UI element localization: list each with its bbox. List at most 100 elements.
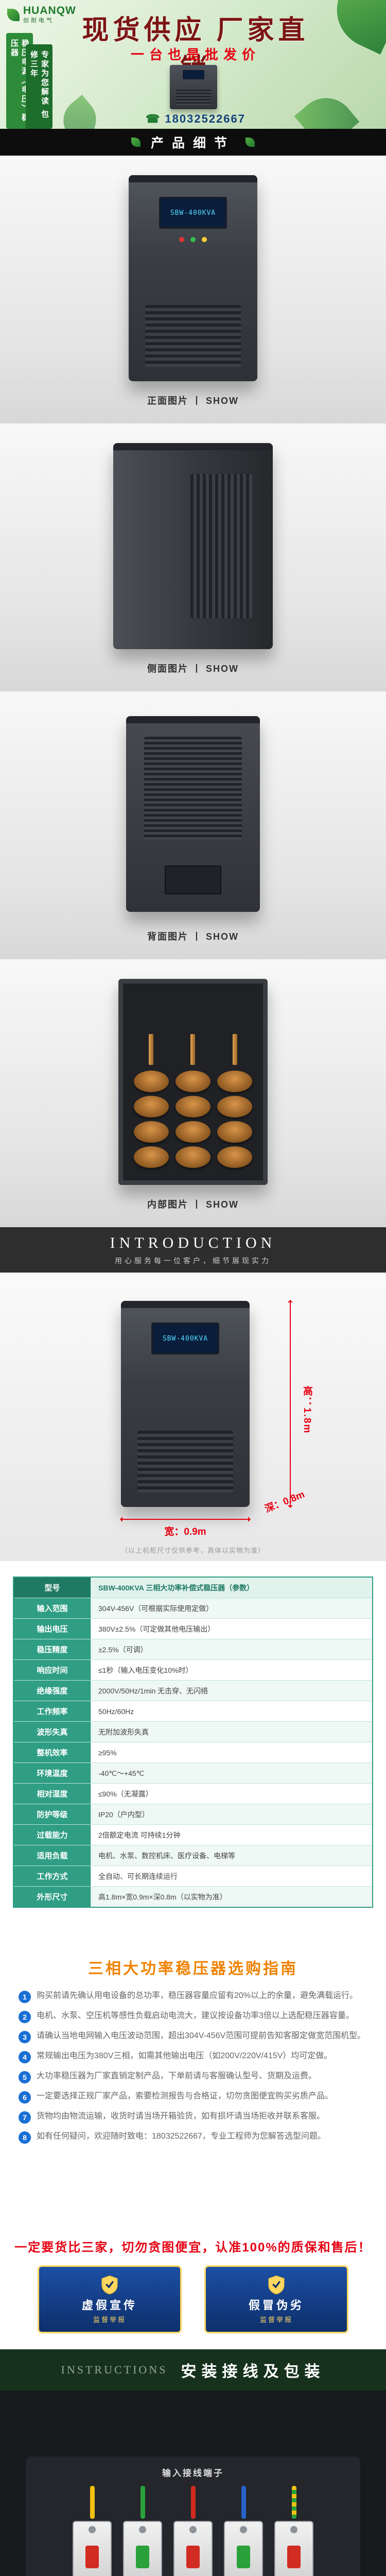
table-row: 波形失真 无附加波形失真 — [14, 1722, 372, 1742]
spec-row-value: 2000V/50Hz/1min 无击穿、无闪络 — [91, 1681, 372, 1701]
breaker-unit: N零线 — [224, 2485, 263, 2576]
table-row: 整机效率 ≥95% — [14, 1742, 372, 1763]
guide-item-number: 4 — [19, 2051, 31, 2063]
install-banner-en: INSTRUCTIONS — [61, 2363, 168, 2376]
hero-subtitle: 一台也是批发价 — [130, 47, 260, 62]
introduction-band: INTRODUCTION 用心服务每一位客户，细节展现实力 — [0, 1227, 386, 1273]
spec-row-label: 响应时间 — [14, 1660, 91, 1680]
table-row: 响应时间 ≤1秒（输入电压变化10%时） — [14, 1660, 372, 1681]
input-terminal-rail: 输入接线端子 A相 B相 C相 — [26, 2456, 360, 2576]
stabilizer-cabinet-side — [113, 443, 273, 649]
spec-row-label: 输出电压 — [14, 1619, 91, 1639]
copper-coil — [217, 1121, 253, 1143]
guide-item-text: 电机、水泵、空压机等感性负载启动电流大，建议按设备功率3倍以上选配稳压器容量。 — [37, 2011, 354, 2020]
install-banner-cn: 安装接线及包装 — [181, 2363, 325, 2380]
copper-coil — [217, 1096, 253, 1117]
breaker-toggle — [237, 2545, 250, 2568]
spec-section: 型号 SBW-400KVA 三相大功率补偿式稳压器（参数） 输入范围 304V-… — [0, 1561, 386, 1942]
height-arrow — [288, 1300, 293, 1508]
leaf-icon — [245, 138, 255, 147]
table-row: 输入范围 304V-456V（可根据实际使用定做） — [14, 1598, 372, 1619]
table-row: 工作频率 50Hz/60Hz — [14, 1701, 372, 1722]
wire-green — [140, 2485, 145, 2519]
table-row: 绝缘强度 2000V/50Hz/1min 无击穿、无闪络 — [14, 1681, 372, 1701]
breaker-toggle — [287, 2545, 301, 2568]
contact-phone[interactable]: ☎18032522667 — [67, 112, 324, 126]
spec-row-value: 380V±2.5%（可定做其他电压输出） — [91, 1619, 372, 1639]
photo-front-image: SBW-400KVA — [129, 169, 257, 387]
photo-caption: 内部图片 丨 SHOW — [147, 1199, 239, 1210]
breaker-unit: C相 — [173, 2485, 213, 2576]
guide-item: 6 一定要选择正规厂家产品，索要检测报告与合格证，切勿贪图便宜购买劣质产品。 — [19, 2090, 367, 2104]
breaker-toggle — [186, 2545, 200, 2568]
report-badges: 虚假宣传 监督举报 假冒伪劣 监督举报 — [0, 2265, 386, 2333]
stabilizer-cabinet-dimension: SBW-400KVA — [121, 1301, 250, 1507]
terminal-screw — [290, 2526, 297, 2533]
introduction-subtitle: 用心服务每一位客户，细节展现实力 — [115, 1256, 271, 1265]
guide-item-number: 1 — [19, 1991, 31, 2003]
detail-banner-label: 产品细节 — [150, 136, 235, 150]
guide-item-text: 货物均由物流运输，收货时请当场开箱验货，如有损坏请当场拒收并联系客服。 — [37, 2112, 325, 2121]
guide-item-text: 一定要选择正规厂家产品，索要检测报告与合格证，切勿贪图便宜购买劣质产品。 — [37, 2092, 334, 2100]
breaker-unit: PE地线 — [274, 2485, 313, 2576]
hero-ribbon-right: 专家为您解读 包修三年 — [26, 44, 52, 129]
breaker-toggle — [85, 2545, 99, 2568]
hero-product-thumbnail — [170, 65, 217, 109]
spec-row-value: ≤1秒（输入电压变化10%时） — [91, 1660, 372, 1680]
copper-coil — [175, 1096, 210, 1117]
leaf-icon — [131, 138, 141, 147]
spec-row-label: 工作方式 — [14, 1866, 91, 1886]
breaker-toggle — [136, 2545, 149, 2568]
phone-number: 18032522667 — [165, 112, 245, 125]
copper-busbar — [149, 1034, 154, 1065]
table-row: 适用负载 电机、水泵、数控机床、医疗设备、电梯等 — [14, 1845, 372, 1866]
brand-name-en: HUANQW — [23, 5, 76, 16]
photo-caption: 侧面图片 丨 SHOW — [147, 664, 239, 674]
cabinet-top — [113, 443, 273, 450]
guide-item: 1 购买前请先确认用电设备的总功率，稳压器容量应留有20%以上的余量，避免满载运… — [19, 1990, 367, 2003]
spec-table: 型号 SBW-400KVA 三相大功率补偿式稳压器（参数） 输入范围 304V-… — [13, 1577, 373, 1908]
photo-internal-block: 内部图片 丨 SHOW — [0, 959, 386, 1227]
copper-coil — [133, 1146, 169, 1168]
cabinet-display-panel: SBW-400KVA — [151, 1323, 219, 1354]
table-row: 防护等级 IP20（户内型） — [14, 1804, 372, 1825]
spec-row-value: -40℃～+45℃ — [91, 1763, 372, 1783]
cabinet-vent — [137, 1431, 233, 1493]
rail-title: 输入接线端子 — [162, 2468, 224, 2478]
stabilizer-cabinet-back — [126, 716, 260, 912]
spec-row-value: 304V-456V（可根据实际使用定做） — [91, 1598, 372, 1618]
guide-item-number: 2 — [19, 2011, 31, 2023]
spec-row-value: 50Hz/60Hz — [91, 1701, 372, 1721]
guide-item: 3 请确认当地电网输入电压波动范围，超出304V-456V范围可提前告知客服定做… — [19, 2030, 367, 2043]
copper-busbar — [232, 1034, 237, 1065]
report-badge-counterfeit[interactable]: 假冒伪劣 监督举报 — [204, 2265, 348, 2333]
copper-busbar — [190, 1034, 196, 1065]
spec-row-value: SBW-400KVA 三相大功率补偿式稳压器（参数） — [91, 1578, 372, 1598]
breaker-unit: B相 — [123, 2485, 162, 2576]
spec-row-value: 高1.8m×宽0.9m×深0.8m（以实物为准） — [91, 1887, 372, 1907]
spec-row-value: ≥95% — [91, 1742, 372, 1762]
photo-caption: 正面图片 丨 SHOW — [147, 396, 239, 406]
terminal-screw — [139, 2526, 146, 2533]
dimension-section: SBW-400KVA 高：1.8m 宽：0.9m 深：0.8m （以上机柜尺寸仅… — [0, 1273, 386, 1561]
width-label: 宽：0.9m — [164, 1527, 206, 1537]
stabilizer-internal-view — [118, 979, 268, 1185]
spec-row-value: 电机、水泵、数控机床、医疗设备、电梯等 — [91, 1845, 372, 1866]
badge-subtitle: 监督举报 — [259, 2315, 293, 2324]
guide-title: 三相大功率稳压器选购指南 — [88, 1960, 298, 1977]
warning-text: 一定要货比三家，切勿贪图便宜，认准100%的质保和售后！ — [14, 2241, 372, 2255]
cabinet-top — [129, 175, 257, 182]
photo-internal-image — [118, 973, 268, 1191]
warning-section: 一定要货比三家，切勿贪图便宜，认准100%的质保和售后！ 虚假宣传 监督举报 假… — [0, 2231, 386, 2349]
terminal-screw — [240, 2526, 247, 2533]
spec-row-label: 整机效率 — [14, 1742, 91, 1762]
photo-back-image — [126, 705, 260, 923]
badge-title: 虚假宣传 — [81, 2298, 137, 2312]
brand-name-cn: 创耐电气 — [23, 18, 54, 24]
wire-yellow — [90, 2485, 95, 2519]
cabinet-top — [121, 1301, 250, 1308]
report-badge-fake-ads[interactable]: 虚假宣传 监督举报 — [38, 2265, 182, 2333]
cabinet-display-panel: SBW-400KVA — [159, 197, 227, 229]
spec-row-value: 2倍额定电流 可持续1分钟 — [91, 1825, 372, 1845]
